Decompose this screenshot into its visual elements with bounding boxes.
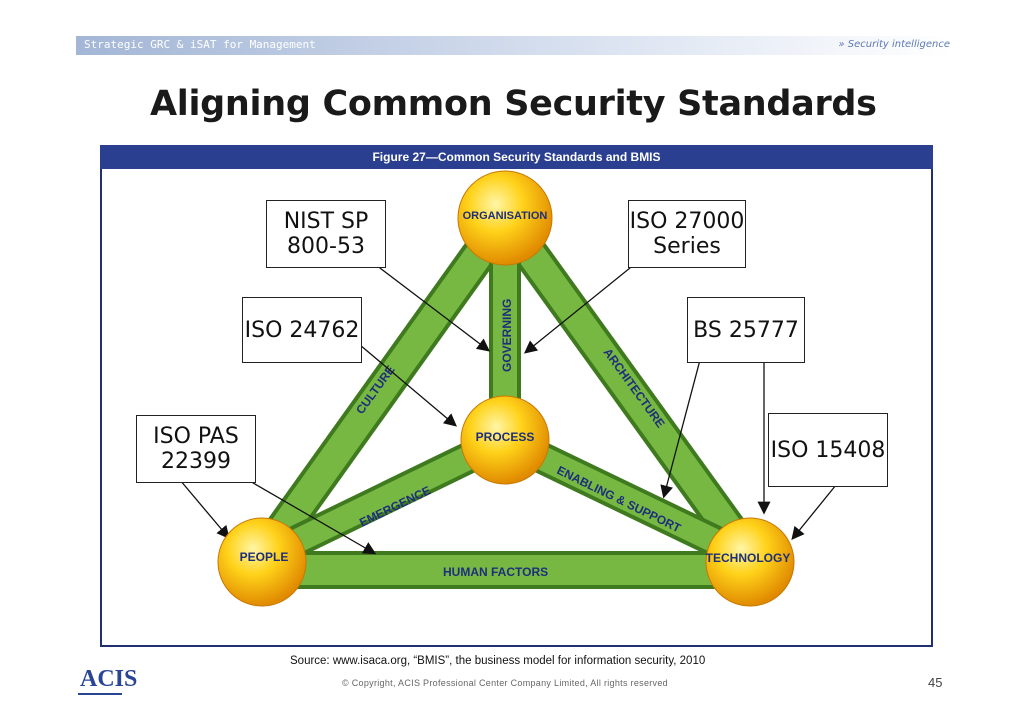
- header-right-text: » Security intelligence: [838, 39, 950, 50]
- slide-title: Aligning Common Security Standards: [150, 84, 877, 124]
- source-note: Source: www.isaca.org, “BMIS”, the busin…: [290, 655, 706, 667]
- arrow-isopas-hf: [247, 479, 377, 555]
- nodes: [217, 170, 795, 607]
- std-iso27000-line1: ISO 27000: [629, 209, 745, 234]
- std-isopas-line2: 22399: [161, 449, 231, 474]
- std-iso24762-box: ISO 24762: [242, 297, 362, 363]
- arrow-isopas-people: [179, 479, 230, 539]
- std-isopas-line1: ISO PAS: [153, 424, 239, 449]
- std-iso27000-line2: Series: [653, 234, 721, 259]
- copyright-text: © Copyright, ACIS Professional Center Co…: [342, 678, 668, 688]
- arrow-iso15408: [791, 484, 837, 541]
- node-technology: [705, 517, 795, 607]
- node-label-people: PEOPLE: [240, 550, 289, 564]
- logo-underline: [78, 693, 122, 695]
- band-architecture: [487, 200, 768, 576]
- node-label-organisation: ORGANISATION: [463, 210, 548, 222]
- band-enabling: [489, 424, 766, 574]
- label-governing: GOVERNING: [500, 299, 514, 372]
- std-iso24762-line: ISO 24762: [244, 317, 360, 343]
- band-emergence: [246, 424, 521, 574]
- std-bs25777-box: BS 25777: [687, 297, 805, 363]
- figure-caption-bar: Figure 27—Common Security Standards and …: [100, 145, 933, 169]
- node-organisation: [457, 170, 553, 266]
- std-nist-box: NIST SP 800-53: [266, 200, 386, 268]
- header-bar: Strategic GRC & iSAT for Management » Se…: [76, 36, 954, 55]
- links: [243, 200, 769, 589]
- std-iso15408-line: ISO 15408: [770, 437, 886, 463]
- page-number: 45: [928, 675, 943, 690]
- std-isopas-box: ISO PAS 22399: [136, 415, 256, 483]
- std-iso27000-box: ISO 27000 Series: [628, 200, 746, 268]
- arrow-bs25777: [660, 359, 701, 499]
- std-nist-line1: NIST SP: [283, 209, 369, 234]
- label-human-factors: HUMAN FACTORS: [443, 565, 548, 579]
- node-process: [460, 395, 550, 485]
- node-people: [217, 517, 307, 607]
- acis-logo: ACIS: [80, 666, 138, 692]
- node-labels: ORGANISATION PROCESS PEOPLE TECHNOLOGY: [240, 210, 791, 565]
- arrow-iso24762: [359, 344, 457, 427]
- figure-frame: [100, 145, 933, 647]
- node-label-process: PROCESS: [476, 430, 535, 444]
- band-culture: [244, 200, 523, 576]
- header-left-text: Strategic GRC & iSAT for Management: [84, 38, 316, 51]
- node-label-technology: TECHNOLOGY: [706, 551, 791, 565]
- std-nist-line2: 800-53: [287, 234, 365, 259]
- std-iso15408-box: ISO 15408: [768, 413, 888, 487]
- figure-caption: Figure 27—Common Security Standards and …: [372, 150, 661, 164]
- std-bs25777-line: BS 25777: [693, 317, 799, 343]
